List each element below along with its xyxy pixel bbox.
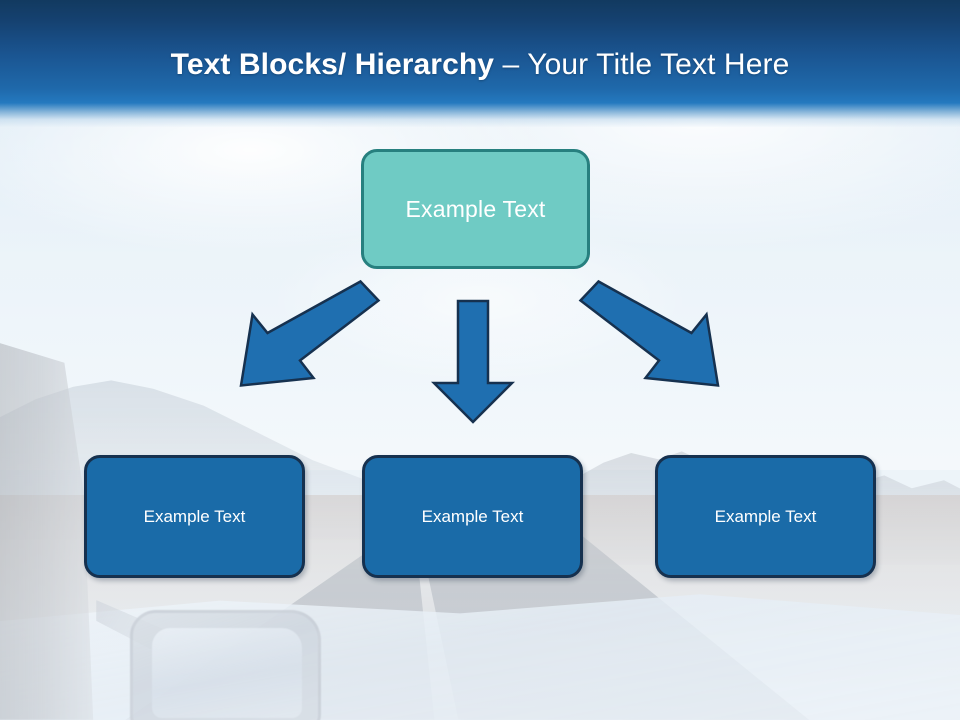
- title-banner: Text Blocks/ Hierarchy – Your Title Text…: [0, 0, 960, 127]
- background-mirror-glass: [152, 628, 302, 718]
- hierarchy-child-box-3[interactable]: Example Text: [655, 455, 876, 578]
- hierarchy-child-box-1[interactable]: Example Text: [84, 455, 305, 578]
- page-title-rest: Your Title Text Here: [527, 48, 790, 81]
- hierarchy-root-box[interactable]: Example Text: [361, 149, 590, 269]
- hierarchy-child-label-1: Example Text: [143, 506, 246, 526]
- page-title-strong: Text Blocks/ Hierarchy: [170, 48, 495, 81]
- hierarchy-child-label-2: Example Text: [421, 506, 524, 526]
- page-title-separator: –: [494, 48, 528, 81]
- hierarchy-child-box-2[interactable]: Example Text: [362, 455, 583, 578]
- hierarchy-root-label: Example Text: [405, 195, 546, 222]
- page-title: Text Blocks/ Hierarchy – Your Title Text…: [0, 47, 960, 83]
- hierarchy-child-label-3: Example Text: [714, 506, 817, 526]
